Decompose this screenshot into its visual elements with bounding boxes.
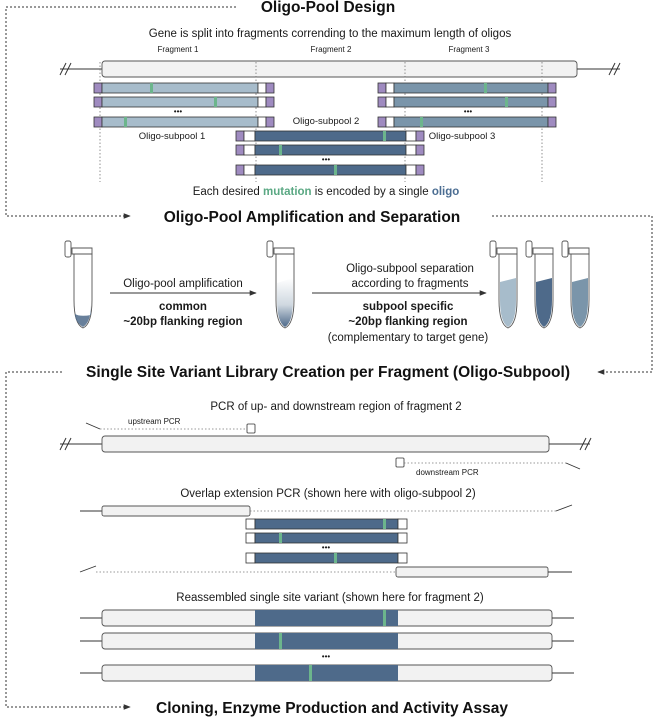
specific-flank-region-label: ~20bp flanking region [348,316,467,328]
variant-gene [80,609,574,627]
mutation-caption: Each desired mutation is encoded by a si… [193,186,460,198]
oligo [93,96,275,108]
step-separation-label-2: according to fragments [352,278,469,290]
oligo [235,164,425,176]
overlap-extension: ••• [79,504,573,578]
tube-oligo-pool [64,240,93,329]
ellipsis: ••• [174,107,183,116]
tube-subpool-2 [525,240,554,329]
oligo-subpool-2-label: Oligo-subpool 2 [293,116,360,127]
pcr-step-title: PCR of up- and downstream region of frag… [210,401,461,413]
section2-title: Oligo-Pool Amplification and Separation [164,209,461,226]
oligo [377,82,557,94]
oligo [377,96,557,108]
section3-title: Single Site Variant Library Creation per… [86,364,570,381]
step-amplification-label: Oligo-pool amplification [123,278,243,290]
downstream-pcr-label: downstream PCR [416,468,479,477]
common-flank-region-label: ~20bp flanking region [123,316,242,328]
fragment-1-label: Fragment 1 [158,45,199,54]
overlap-step-title: Overlap extension PCR (shown here with o… [180,488,475,500]
oligo-subpool-3: ••• Oligo-subpool 3 [377,82,557,142]
gene-bar-pcr [59,435,592,453]
ellipsis: ••• [322,155,331,164]
common-flank-label: common [159,301,207,313]
step-separation-label-1: Oligo-subpool separation [346,263,474,275]
gene-bar-section1 [59,60,621,78]
oligo-subpool-1: ••• Oligo-subpool 1 [93,82,275,142]
fragment-2-label: Fragment 2 [311,45,352,54]
tube-subpool-1 [489,240,518,329]
downstream-primer: downstream PCR [395,457,581,477]
mutation-word: mutation [263,186,312,198]
oligo [235,144,425,156]
flow-arrow-1 [5,6,236,219]
ellipsis: ••• [322,543,331,552]
variant-gene [80,632,574,650]
complementary-note: (complementary to target gene) [328,332,489,344]
specific-flank-label: subpool specific [363,301,454,313]
oligo-subpool-1-label: Oligo-subpool 1 [139,131,206,142]
flow-arrow-3 [5,371,131,710]
fragment-3-label: Fragment 3 [449,45,490,54]
oligo [245,552,408,564]
variant-gene [80,664,574,682]
oligo [245,518,408,530]
section1-title: Oligo-Pool Design [261,0,395,16]
reassembled-variants: ••• [80,609,574,682]
oligo [245,532,408,544]
tube-amplified-pool [266,240,295,329]
section4-title: Cloning, Enzyme Production and Activity … [156,700,508,717]
oligo-subpool-2: Oligo-subpool 2 ••• [235,116,425,176]
upstream-pcr-label: upstream PCR [128,417,181,426]
oligo [235,130,425,142]
upstream-primer: upstream PCR [85,417,256,434]
oligo [377,116,557,128]
oligo [93,82,275,94]
oligo-word: oligo [432,186,459,198]
flow-connectors [5,6,653,710]
flow-arrow-2 [492,215,653,375]
gene-split-description: Gene is split into fragments corrending … [149,28,512,40]
reassembled-step-title: Reassembled single site variant (shown h… [176,592,484,604]
oligo [93,116,275,128]
ellipsis: ••• [464,107,473,116]
tube-subpool-3 [561,240,590,329]
ellipsis: ••• [322,652,331,661]
oligo-subpool-3-label: Oligo-subpool 3 [429,131,496,142]
